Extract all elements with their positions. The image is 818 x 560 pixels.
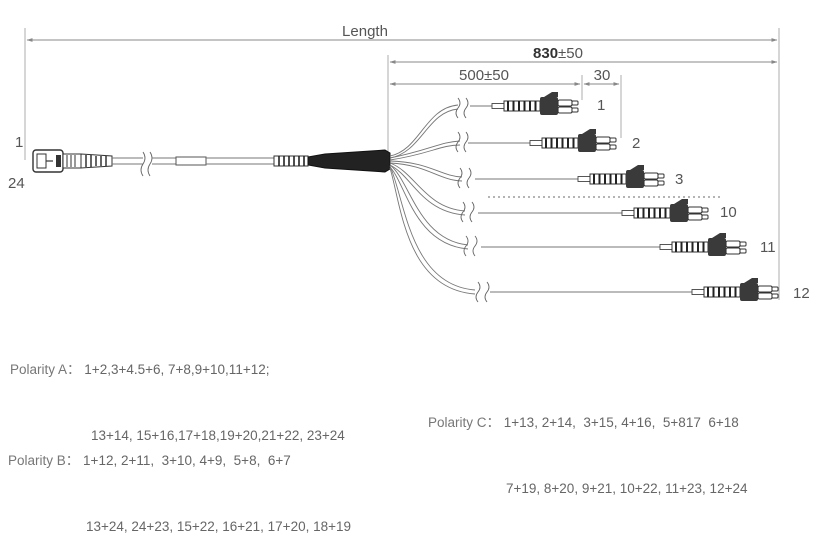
polarity-c-text2: 7+19, 8+20, 9+21, 10+22, 11+23, 12+24 [506,481,748,496]
polarity-c-block: Polarity C： 1+13, 2+14, 3+15, 4+16, 5+81… [428,368,747,522]
lc-duplex-connector [691,278,779,301]
stagger-dimension: 30 [583,67,622,138]
polarity-c-label: Polarity C： [428,415,501,430]
leg-1-label: 1 [597,97,605,114]
polarity-c-line1: Polarity C： 1+13, 2+14, 3+15, 4+16, 5+81… [428,412,747,434]
total-leg-dimension: 830±50 [387,45,778,160]
leg-break-marks [455,97,490,303]
lc-duplex-connector [491,92,579,115]
mtp-port-24-label: 24 [8,175,25,192]
lc-duplex-connector [621,199,709,222]
lc-duplex-connector [659,233,747,256]
total-leg-value: 830 [533,45,558,62]
leg-2-label: 2 [632,135,640,152]
length-dimension: Length [24,23,780,300]
leg-3-label: 3 [675,171,683,188]
breakout-label: 500±50 [459,67,509,84]
breakout-boot [273,149,391,173]
polarity-a-text2: 13+14, 15+16,17+18,19+20,21+22, 23+24 [91,428,345,443]
total-leg-label: 830±50 [533,45,583,62]
polarity-b-text2: 13+24, 24+23, 15+22, 16+21, 17+20, 18+19 [86,519,352,534]
fanout-legs [389,104,692,295]
mtp-port-1-label: 1 [15,134,23,151]
polarity-a-line1: Polarity A： 1+2,3+4.5+6, 7+8,9+10,11+12; [10,359,345,381]
polarity-b-block: Polarity B： 1+12, 2+11, 3+10, 4+9, 5+8, … [8,406,351,560]
polarity-b-line1: Polarity B： 1+12, 2+11, 3+10, 4+9, 5+8, … [8,450,351,472]
polarity-a-block: Polarity A： 1+2,3+4.5+6, 7+8,9+10,11+12;… [10,315,345,469]
stagger-label: 30 [594,67,611,84]
polarity-b-label: Polarity B： [8,453,80,468]
length-label: Length [342,23,388,40]
trunk-cable [112,151,274,177]
polarity-a-text1: 1+2,3+4.5+6, 7+8,9+10,11+12; [84,362,270,377]
cable-drawing: Length 830±50 500±50 30 1 24 [8,23,810,303]
breakout-dimension: 500±50 [389,67,583,100]
leg-10-label: 10 [720,204,737,221]
leg-11-label: 11 [760,239,776,256]
polarity-c-text1: 1+13, 2+14, 3+15, 4+16, 5+817 6+18 [503,415,739,430]
polarity-b-text1: 1+12, 2+11, 3+10, 4+9, 5+8, 6+7 [83,453,291,468]
leg-12-label: 12 [793,285,810,302]
total-leg-tolerance: ±50 [558,45,583,62]
lc-duplex-connector [577,165,665,188]
lc-connectors [491,92,779,301]
lc-duplex-connector [529,129,617,152]
polarity-a-label: Polarity A： [10,362,81,377]
mtp-connector [32,149,113,173]
